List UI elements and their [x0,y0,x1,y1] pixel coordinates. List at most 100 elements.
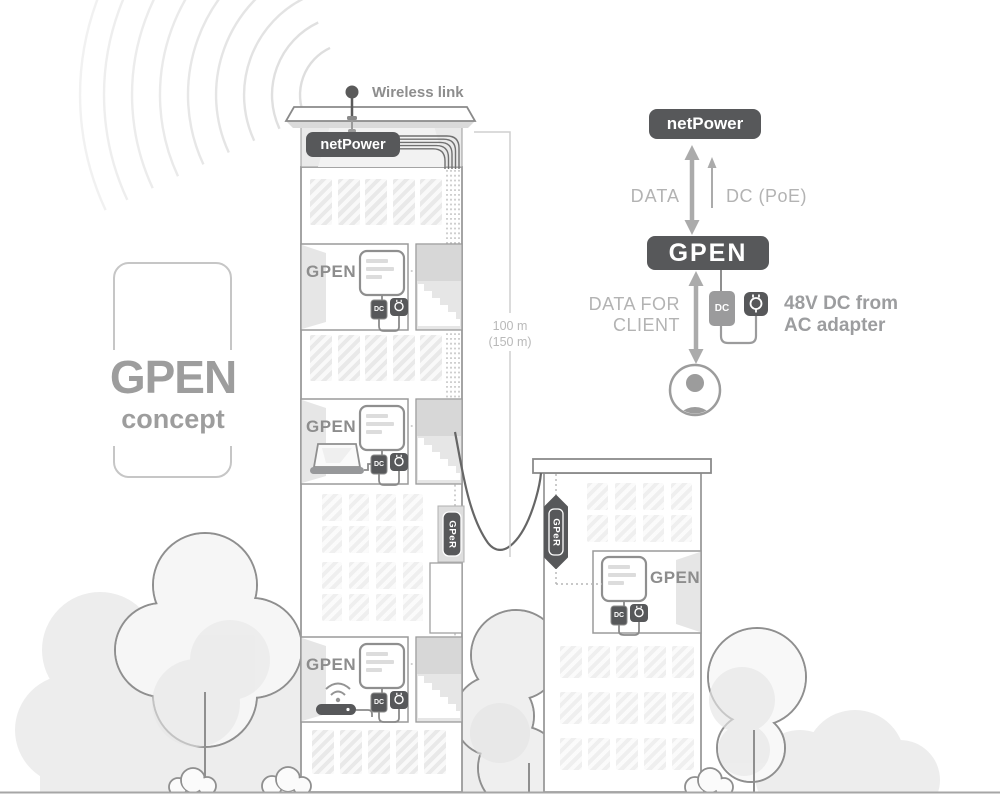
window [587,483,608,510]
window [337,335,360,381]
window [560,646,582,678]
shaft-utility-box [429,562,463,634]
laptop-icon [310,443,371,474]
staircase-part [417,638,461,674]
gper-device-left [437,505,465,563]
building-right-roof [532,458,712,474]
tree-left [114,532,303,792]
dc-poe-label: DC (PoE) [726,186,808,206]
staircase-part [418,305,448,312]
window [392,179,415,225]
window [587,515,608,542]
staircase-part [418,438,424,445]
window [560,692,582,724]
staircases [415,243,463,723]
gpen-device [358,642,406,690]
dc-chip-label: DC [373,699,385,706]
gper-label-right: GPeR [550,517,562,547]
wifi-arc [130,0,156,189]
window [322,526,342,553]
window [672,646,694,678]
flow-diagram-graphics [668,145,768,417]
wireless-link-label: Wireless link [372,84,464,101]
person-icon [668,363,722,417]
gpen-device [358,249,406,297]
dc-chip-label: DC [373,306,385,313]
wifi-arc [186,0,220,165]
room2-gpen-label: GPEN [306,417,357,436]
staircase-part [418,452,440,459]
window [671,515,692,542]
window [615,483,636,510]
window [349,494,369,521]
window [644,646,666,678]
staircase-part [418,298,440,305]
data-for-client-label: DATA FOR CLIENT [588,294,680,335]
window [312,730,334,774]
data-double-arrow [684,145,700,235]
window [615,515,636,542]
plug-icon [390,298,408,316]
window [420,179,442,225]
window [376,562,396,589]
gper-device-right [544,495,568,569]
building-left-roof [284,106,477,122]
inter-building-cable [453,431,543,551]
window [672,738,694,770]
gpen-device [600,555,648,603]
tree-middle [453,609,563,804]
window [616,692,638,724]
wifi-arc [270,21,319,130]
plug-icon [390,691,408,709]
gpen-room-2 [300,398,409,486]
gpen-room-3 [300,636,409,723]
window [403,594,423,621]
wifi-arc [102,0,129,201]
window [349,562,369,589]
window [322,594,342,621]
staircase-part [418,459,448,466]
room1-gpen-label: GPEN [306,262,357,281]
plug-icon [390,453,408,471]
wifi-arc [78,0,107,211]
staircase-part [418,473,460,480]
window [322,562,342,589]
logo-title: GPEN [109,351,237,403]
window [365,179,387,225]
building-right-gpen-room [592,550,702,636]
right-building-gpen-label: GPEN [650,568,701,587]
dc-chip-label-flow: DC [714,303,730,314]
dc-chip-label: DC [613,612,625,619]
adapter-cable [719,316,758,345]
window [376,494,396,521]
staircase-part [418,445,432,452]
dc-chip-label: DC [373,461,385,468]
window [560,738,582,770]
staircase-part [417,245,461,281]
window [644,692,666,724]
wifi-arc [158,0,187,177]
window [349,526,369,553]
window [672,692,694,724]
staircase-part [418,690,440,697]
window [310,335,332,381]
wifi-router-icon [316,682,373,717]
dc-injector [709,291,735,326]
window [643,483,664,510]
gpen-room-1 [300,243,409,332]
room3-gpen-label: GPEN [306,655,357,674]
window [588,692,610,724]
window [376,526,396,553]
wireless-signal-arcs [78,0,331,211]
gpen-device [358,404,406,452]
tree-right [707,627,807,792]
staircase-part [417,400,461,436]
window [349,594,369,621]
staircase-part [418,711,460,718]
data-label: DATA [630,186,680,206]
window [340,730,362,774]
injector-cable [618,622,640,636]
staircase-part [418,312,456,319]
wifi-arc [242,0,304,142]
